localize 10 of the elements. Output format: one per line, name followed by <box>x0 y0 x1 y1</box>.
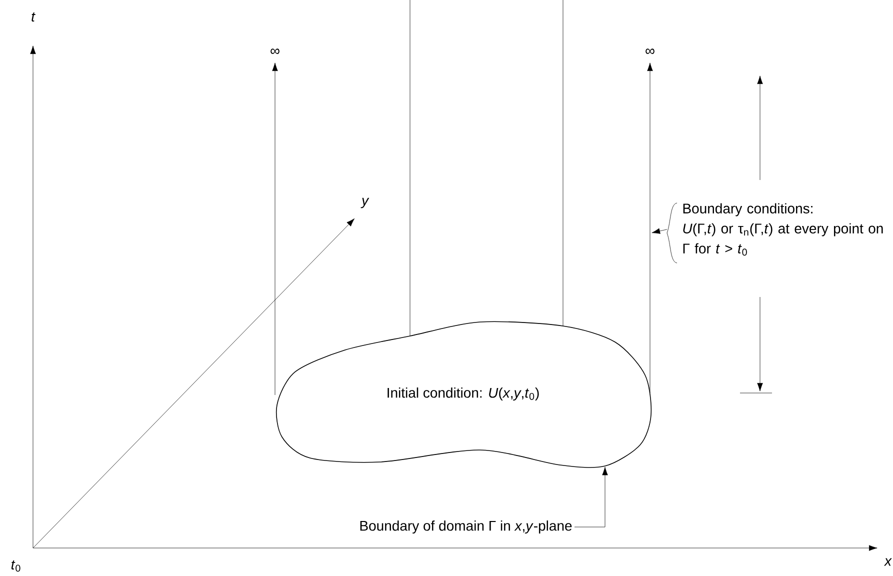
infinity-sign: ∞ <box>270 48 280 54</box>
axis-label: t <box>32 12 36 22</box>
annotation-text: Boundary conditions: U(Γ,t) or τ$_{n}$(Γ,t) at every point on Γ for t > t$_{0}$ <box>683 203 883 256</box>
leader-line <box>652 228 668 234</box>
axis-label: t$_{0}$ <box>11 560 20 572</box>
leader-line <box>574 466 608 528</box>
infinity-sign: ∞ <box>646 48 654 54</box>
axis-label: x <box>884 558 892 566</box>
caption-text: Boundary of domain Γ in x,y-plane <box>360 520 572 534</box>
axis-label: y <box>360 198 370 208</box>
